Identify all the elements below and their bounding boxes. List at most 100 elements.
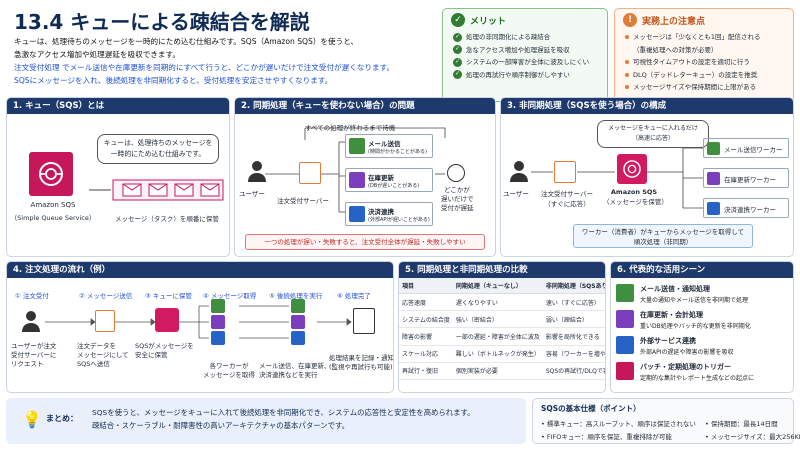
caution-item: DLQ（デッドレターキュー）の設定を推奨 (625, 69, 787, 82)
intro-line-1: キューは、処理待ちのメッセージを一時的にため込む仕組みです。SQS（Amazon… (14, 37, 359, 46)
bullet-icon (625, 85, 629, 89)
table-header-row: 項目 同期処理（キューなし） 非同期処理（SQSあり） (399, 278, 605, 294)
section-comparison: 5. 同期処理と非同期処理の比較 項目 同期処理（キューなし） 非同期処理（SQ… (398, 261, 606, 393)
col-item: 項目 (399, 278, 453, 294)
caution-item: 可視性タイムアウトの設定を適切に行う (625, 56, 787, 69)
step-2: ② メッセージ送信 (79, 292, 133, 300)
intro-text: キューは、処理待ちのメッセージを一時的にため込む仕組みです。SQS（Amazon… (14, 35, 444, 87)
caution-item: （重複処理への対策が必要） (633, 45, 718, 54)
sqs-spec-box: SQSの基本仕様（ポイント） • 標準キュー：高スループット、順序は保証されない… (532, 398, 800, 444)
user-label: ユーザー (239, 190, 265, 198)
warning-icon: ! (623, 13, 637, 27)
step-5: ⑤ 後続処理を実行 (269, 292, 323, 300)
worker-note: ワーカー（消費者）がキューからメッセージを取得して 順次処理（非同期） (573, 224, 753, 248)
server-chip-icon (554, 161, 576, 183)
use-case-item: 在庫更新・会計処理重いDB処理やバッチ的な更新を非同期化 (616, 310, 788, 330)
section-queue-intro: 1. キュー（SQS）とは キューは、処理待ちのメッセージを 一時的にため込む仕… (6, 97, 230, 257)
table-row: システムの結合度強い（密結合）弱い（疎結合） (399, 310, 605, 329)
email-icon (616, 284, 634, 302)
section-async-architecture: 3. 非同期処理（SQSを使う場合）の構成 メッセージをキューに入れるだけ （高… (500, 97, 794, 257)
cloud-icon (349, 206, 365, 222)
caution-header: ! 実務上の注意点 (623, 13, 705, 27)
async-server-label: 注文受付サーバー （すぐに応答） (541, 190, 593, 208)
user-icon (21, 310, 41, 332)
section-4-header: 4. 注文処理の流れ（例） (7, 262, 393, 278)
step-3: ③ キューに保管 (145, 292, 192, 300)
comparison-table: 項目 同期処理（キューなし） 非同期処理（SQSあり） 応答速度遅くなりやすい速… (399, 278, 605, 380)
cloud-icon (211, 331, 225, 345)
step-3-desc: SQSがメッセージを安全に保管 (135, 342, 194, 359)
spec-item: • FIFOキュー：順序を保証、重複排除が可能 (541, 433, 672, 441)
sync-service-email: メール送信 (時間がかかることがある) (345, 134, 433, 158)
section-6-header: 6. 代表的な活用シーン (611, 262, 793, 278)
step-6: ⑥ 処理完了 (337, 292, 371, 300)
caution-list: メッセージは「少なくとも1回」配信される （重複処理への対策が必要） 可視性タイ… (625, 31, 787, 94)
merit-title: メリット (470, 16, 507, 27)
box-icon (211, 315, 225, 329)
section-3-header: 3. 非同期処理（SQSを使う場合）の構成 (501, 98, 793, 114)
email-icon (291, 299, 305, 313)
user-icon (247, 160, 267, 182)
page-title: 13.4 キューによる疎結合を解説 (14, 10, 310, 34)
merit-header: ✓ メリット (451, 13, 506, 27)
sqs-icon (155, 308, 179, 332)
merit-box: ✓ メリット ✓処理の非同期化による疎結合 ✓急なアクセス増加や処理遅延を吸収 … (442, 8, 608, 102)
check-icon: ✓ (453, 45, 462, 54)
email-icon (349, 138, 365, 154)
step-4-desc: 各ワーカーがメッセージを取得 (203, 362, 255, 379)
queue-definition-bubble: キューは、処理待ちのメッセージを 一時的にため込む仕組みです。 (97, 134, 219, 164)
merit-item: ✓システムの一部障害が全体に波及しにくい (453, 57, 590, 67)
merit-item: ✓処理の再試行や順序制御がしやすい (453, 70, 570, 79)
intro-line-3: 注文受付処理 でメール送信や在庫更新を同期的にすべて行うと、どこかが遅いだけで注… (14, 63, 395, 72)
check-icon: ✓ (453, 57, 462, 67)
worker-inventory: 在庫更新ワーカー (703, 168, 789, 188)
summary-label: まとめ： (46, 414, 78, 423)
bullet-icon (625, 60, 629, 64)
box-icon (707, 172, 720, 185)
checklist-icon (353, 308, 375, 334)
lightbulb-icon: 💡 (22, 410, 42, 429)
use-case-item: メール送信・通知処理大量の通知やメール送信を非同期で処理 (616, 284, 788, 304)
caution-title: 実務上の注意点 (642, 16, 706, 27)
trigger-icon (616, 362, 634, 380)
sqs-icon (29, 152, 73, 196)
server-chip-icon (95, 310, 115, 332)
async-sqs-label: Amazon SQS （メッセージを保管） (603, 188, 668, 206)
step-4: ④ メッセージ取得 (203, 292, 257, 300)
spec-item: • 保持期間：最長14日間 (705, 420, 778, 428)
merit-item: ✓処理の非同期化による疎結合 (453, 32, 551, 42)
section-use-cases: 6. 代表的な活用シーン メール送信・通知処理大量の通知やメール送信を非同期で処… (610, 261, 794, 393)
cloud-icon (616, 336, 634, 354)
section-2-header: 2. 同期処理（キューを使わない場合）の問題 (235, 98, 495, 114)
slow-note: どこかが 遅いだけで 受付が遅延 (441, 186, 474, 212)
sync-service-inventory: 在庫更新 (DBが遅いことがある) (345, 168, 433, 192)
step-6-desc: 処理結果を記録・通知(監視や再試行も可能) (329, 354, 394, 371)
user-icon (509, 160, 529, 182)
server-chip-icon (299, 162, 321, 184)
section-order-flow: 4. 注文処理の流れ（例） ① 注文受付 ② メッセージ送信 ③ キューに保管 … (6, 261, 394, 393)
step-5-desc: メール送信、在庫更新、決済連携などを実行 (259, 362, 331, 379)
async-flow-lines (531, 147, 703, 209)
caution-box: ! 実務上の注意点 メッセージは「少なくとも1回」配信される （重複処理への対策… (614, 8, 794, 102)
box-icon (291, 315, 305, 329)
use-case-list: メール送信・通知処理大量の通知やメール送信を非同期で処理 在庫更新・会計処理重い… (611, 278, 793, 382)
table-row: 応答速度遅くなりやすい速い（すぐに応答） (399, 293, 605, 312)
merit-list: ✓処理の非同期化による疎結合 ✓急なアクセス増加や処理遅延を吸収 ✓システムの一… (453, 31, 615, 81)
worker-payment: 決済連携ワーカー (703, 198, 789, 218)
spec-item: • 標準キュー：高スループット、順序は保証されない (541, 420, 696, 428)
section-1-header: 1. キュー（SQS）とは (7, 98, 229, 114)
bullet-icon (625, 35, 629, 39)
bullet-icon (625, 72, 629, 77)
intro-line-2: 急激なアクセス増加や処理遅延を吸収できます。 (14, 50, 180, 59)
check-icon: ✓ (453, 32, 462, 42)
email-icon (211, 299, 225, 313)
queue-caption: メッセージ（タスク）を順番に保管 (115, 215, 219, 223)
cloud-icon (291, 331, 305, 345)
check-circle-icon: ✓ (451, 13, 465, 27)
cloud-icon (707, 202, 720, 215)
worker-email: メール送信ワーカー (703, 138, 789, 158)
intro-line-4: SQSにメッセージを入れ、後続処理を非同期化すると、受付処理を安定させやすくなり… (14, 76, 333, 85)
